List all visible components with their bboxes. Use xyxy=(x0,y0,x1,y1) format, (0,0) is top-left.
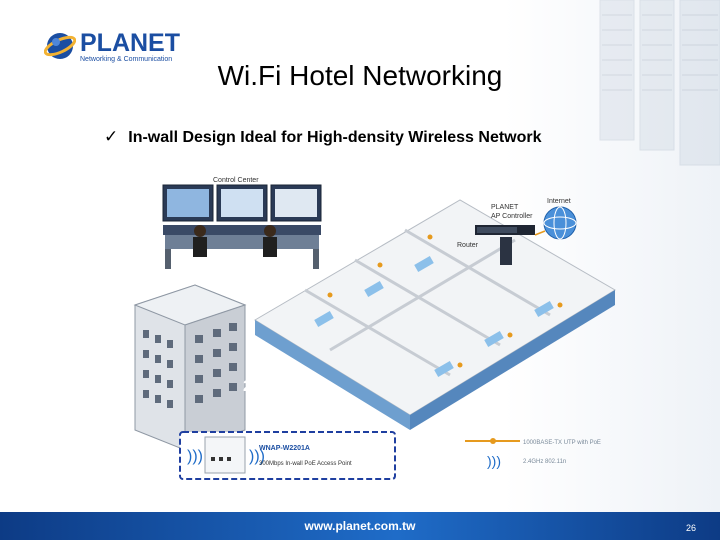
hotel-building xyxy=(133,284,247,451)
floor-plan-2f xyxy=(254,199,616,430)
footer-url[interactable]: www.planet.com.tw xyxy=(304,519,416,533)
logo-tagline: Networking & Communication xyxy=(80,56,173,63)
internet-globe-icon xyxy=(543,206,577,240)
router-label: Router xyxy=(457,242,479,249)
legend-wireless-icon: ))) xyxy=(487,453,501,469)
planet-globe-icon xyxy=(44,33,76,59)
operators xyxy=(193,225,277,257)
checkmark-icon: ✓ xyxy=(104,127,119,146)
control-center-monitors xyxy=(162,184,322,269)
legend: 1000BASE-TX UTP with PoE ))) 2.4GHz 802.… xyxy=(465,438,601,469)
legend-wireless-label: 2.4GHz 802.11n xyxy=(523,459,566,465)
floor-label: 2F xyxy=(243,378,262,395)
hotel-network-diagram: Control Center xyxy=(133,177,616,480)
ap-controller-device xyxy=(475,225,535,235)
ap-controller-label-line2: AP Controller xyxy=(491,213,533,220)
uplink-cable xyxy=(534,230,546,236)
page-number: 26 xyxy=(685,523,696,533)
planet-logo[interactable]: PLANET Networking & Communication xyxy=(44,28,180,68)
server-rack-decoration xyxy=(599,0,720,166)
wireless-signal-icon-left: ))) xyxy=(187,448,203,465)
internet-label: Internet xyxy=(547,198,571,205)
slide-title: Wi.Fi Hotel Networking xyxy=(217,60,503,91)
bullet-point: ✓ In-wall Design Ideal for High-density W… xyxy=(104,127,542,147)
product-model: WNAP-W2201A xyxy=(259,445,310,452)
in-wall-access-point-icon xyxy=(204,436,246,474)
control-center-label: Control Center xyxy=(213,177,259,184)
footer-bar xyxy=(0,512,720,540)
bullet-text: In-wall Design Ideal for High-density Wi… xyxy=(128,129,542,146)
ap-controller-label-line1: PLANET xyxy=(491,204,519,211)
product-description: 300Mbps In-wall PoE Access Point xyxy=(259,461,352,467)
legend-cable-label: 1000BASE-TX UTP with PoE xyxy=(523,440,601,446)
logo-wordmark: PLANET xyxy=(80,29,180,57)
router-device xyxy=(500,237,512,265)
wireless-signal-icon-right: ))) xyxy=(249,448,265,465)
